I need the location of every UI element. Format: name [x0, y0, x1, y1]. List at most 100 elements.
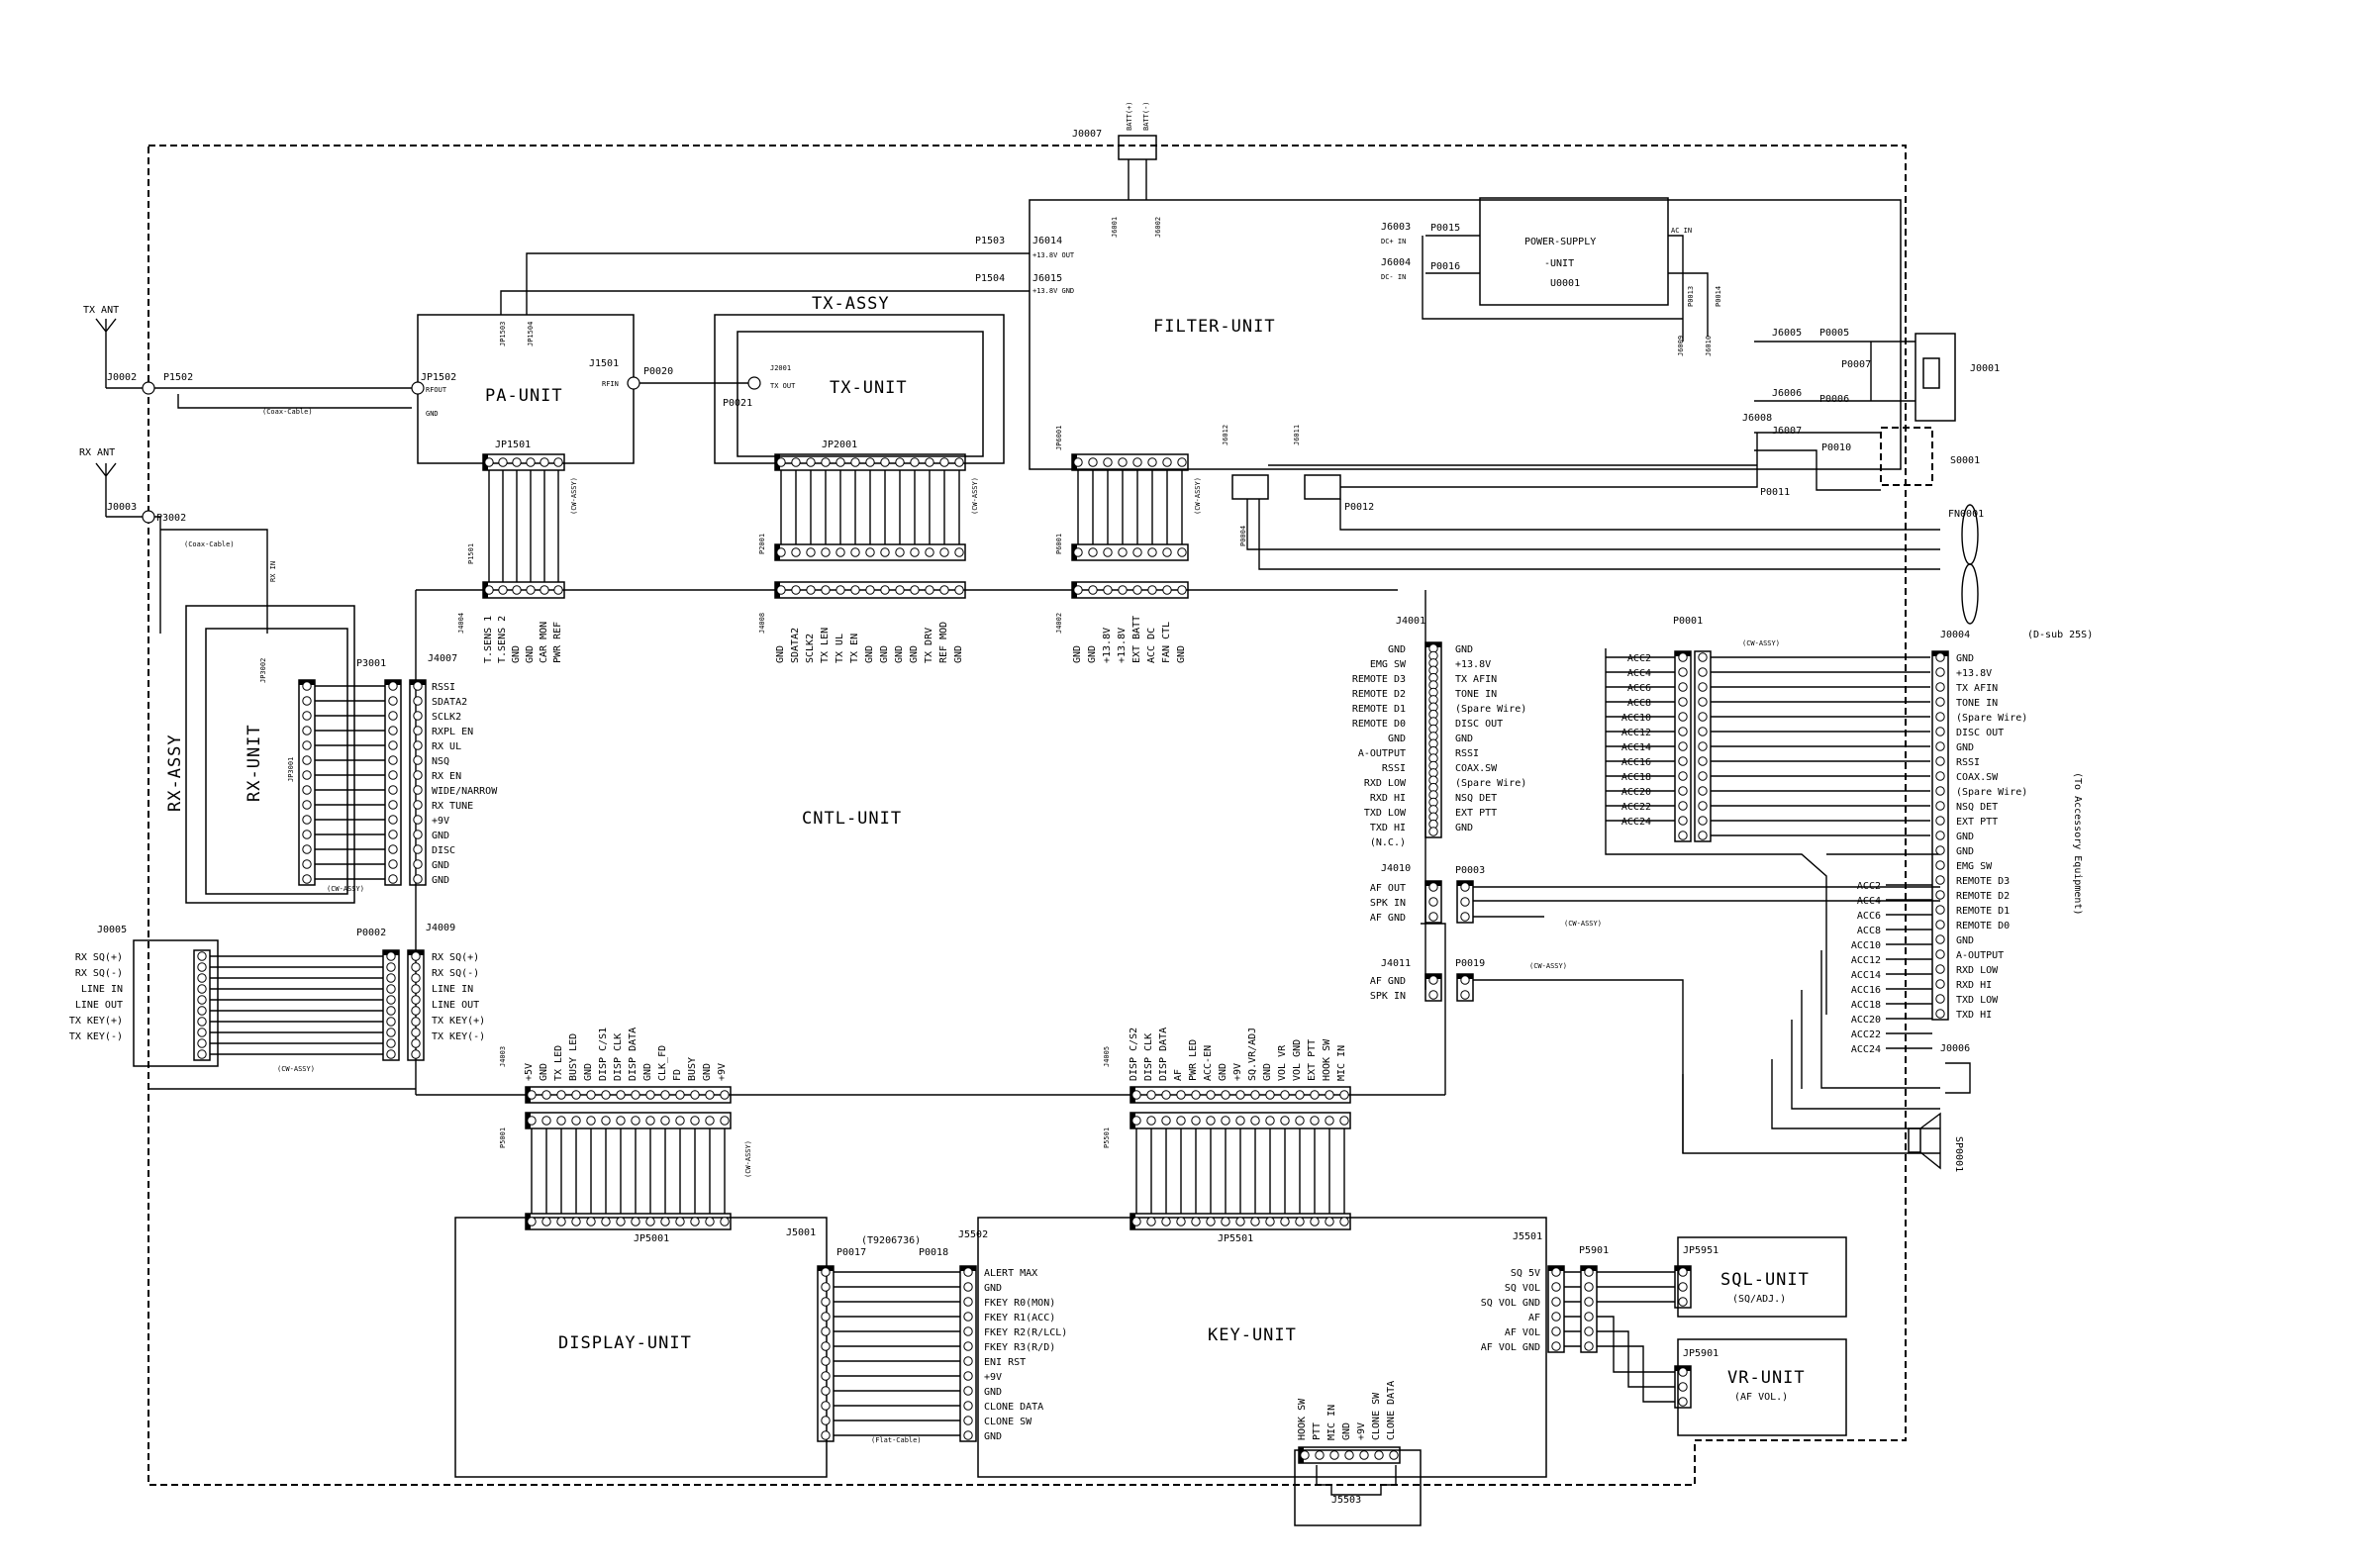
j0004-connector-pin	[1935, 741, 1945, 751]
jp5001-connector-pin	[616, 1217, 626, 1226]
j4005-label: DISP C/S2	[1129, 1028, 1139, 1081]
j4008-connector-pin	[865, 585, 875, 595]
p0002-ref: P0002	[356, 928, 386, 938]
j5503-label: MIC IN	[1326, 1405, 1337, 1440]
jp5951-ref: JP5951	[1683, 1245, 1719, 1256]
j6010-ref: J6010	[1705, 336, 1713, 356]
tx-unit-box	[737, 331, 984, 457]
j5503-connector-pin	[1300, 1450, 1310, 1460]
j4008-connector-pin	[910, 585, 920, 595]
j4005-connector-pin	[1325, 1090, 1334, 1100]
p5501-connector-pin	[1206, 1116, 1216, 1126]
p0003-connector-pin	[1460, 882, 1470, 892]
jp3001-connector-pin	[302, 830, 312, 839]
j4005-label: GND	[1218, 1063, 1228, 1081]
j5502-connector-pin	[963, 1356, 973, 1366]
j4002-connector-pin	[1073, 585, 1083, 595]
p0001b-connector-pin	[1698, 682, 1708, 692]
p0001b-connector-pin	[1698, 652, 1708, 662]
j4009-connector-pin	[411, 1038, 421, 1048]
p0014-ref: P0014	[1715, 286, 1722, 307]
svg-text:FN0001: FN0001	[1948, 509, 1984, 520]
rx-unit-box	[205, 628, 348, 895]
j0005-connector-pin	[197, 1049, 207, 1059]
p5501-connector-pin	[1339, 1116, 1349, 1126]
j6003-ref: J6003	[1381, 222, 1411, 233]
j0001-ref: J0001	[1970, 363, 2000, 374]
p0002-connector-pin	[386, 1006, 396, 1016]
j4007-connector-pin	[413, 755, 423, 765]
p6001-connector-pin	[1103, 547, 1113, 557]
jp6001-ref: JP6001	[1055, 426, 1063, 450]
jp6001-connector-pin	[1132, 457, 1142, 467]
jp5901-ref: JP5901	[1683, 1348, 1719, 1359]
acc-top-label: ACC12	[1621, 728, 1651, 738]
vr-unit-label: VR-UNIT	[1727, 1368, 1806, 1388]
j4001-left-label: GND	[1388, 644, 1406, 655]
jp5951-connector-pin	[1678, 1282, 1688, 1292]
j4009-connector-pin	[411, 984, 421, 994]
j4008-connector-pin	[835, 585, 845, 595]
p5501-connector-pin	[1176, 1116, 1186, 1126]
acc-bottom-label: ACC18	[1851, 1000, 1881, 1011]
acc-top-label: ACC10	[1621, 713, 1651, 724]
p0019-connector	[1456, 973, 1474, 1002]
p5001-connector-pin	[645, 1116, 655, 1126]
j4003-label: GND	[539, 1063, 549, 1081]
j4007-connector-pin	[413, 740, 423, 750]
j4008-connector-pin	[806, 585, 816, 595]
j4003-label: CLK_FD	[657, 1045, 668, 1081]
j5501-label: AF	[1528, 1313, 1540, 1323]
p0001b-connector-pin	[1698, 816, 1708, 826]
p0002-connector-pin	[386, 995, 396, 1005]
jp6001-connector	[1071, 453, 1189, 471]
p3001-connector-pin	[388, 726, 398, 735]
j0004-label: COAX.SW	[1956, 772, 1999, 783]
j4004-label: CAR MON	[539, 622, 549, 663]
j5501-connector-pin	[1551, 1326, 1561, 1336]
j4003-connector-pin	[705, 1090, 715, 1100]
p0001b-connector-pin	[1698, 801, 1708, 811]
p0001-ref: P0001	[1673, 616, 1703, 627]
p3001-connector-pin	[388, 874, 398, 884]
jp3001-connector-pin	[302, 681, 312, 691]
j0004-connector-pin	[1935, 1009, 1945, 1019]
p1504-ref: P1504	[975, 273, 1005, 284]
p0002-connector-pin	[386, 1028, 396, 1037]
j4008-label: GND	[775, 645, 786, 663]
j4001-connector-pin	[1428, 827, 1438, 836]
j4005-ref: J4005	[1103, 1046, 1111, 1067]
jp6001-connector-pin	[1088, 457, 1098, 467]
p0001b-connector-pin	[1698, 727, 1708, 736]
j4007-connector-pin	[413, 844, 423, 854]
j0005-connector-pin	[197, 984, 207, 994]
j4008-connector-pin	[895, 585, 905, 595]
j0004-connector-pin	[1935, 964, 1945, 974]
display-unit-label: DISPLAY-UNIT	[558, 1333, 692, 1353]
j4011-connector-pin	[1428, 975, 1438, 985]
j4005-connector-pin	[1191, 1090, 1201, 1100]
j4005-connector-pin	[1339, 1090, 1349, 1100]
j4003-label: BUSY LED	[568, 1033, 579, 1081]
out138-pin: +13.8V OUT	[1032, 251, 1075, 259]
j4011-ref: J4011	[1381, 958, 1411, 969]
jp5001-connector-pin	[705, 1217, 715, 1226]
j4008-label: GND	[864, 645, 875, 663]
j0003-ref: J0003	[107, 502, 137, 513]
p0001-connector-pin	[1678, 801, 1688, 811]
batt-neg-label: BATT(-)	[1142, 101, 1150, 131]
p0020-coax	[627, 376, 640, 390]
j5001-connector-pin	[821, 1371, 831, 1381]
p5001-connector-pin	[675, 1116, 685, 1126]
j4008-connector	[774, 581, 966, 599]
j0004-connector-pin	[1935, 905, 1945, 915]
flat-cable: (Flat-Cable)	[871, 1436, 922, 1444]
jp5001-ref: JP5001	[634, 1233, 669, 1244]
p5501-connector-pin	[1235, 1116, 1245, 1126]
j4008-label: SCLK2	[805, 634, 816, 663]
j6006-ref: J6006	[1772, 388, 1802, 399]
j4001-left-label: GND	[1388, 734, 1406, 744]
p5901-connector-pin	[1584, 1326, 1594, 1336]
p5901-connector-pin	[1584, 1341, 1594, 1351]
jp5501-connector-pin	[1310, 1217, 1320, 1226]
